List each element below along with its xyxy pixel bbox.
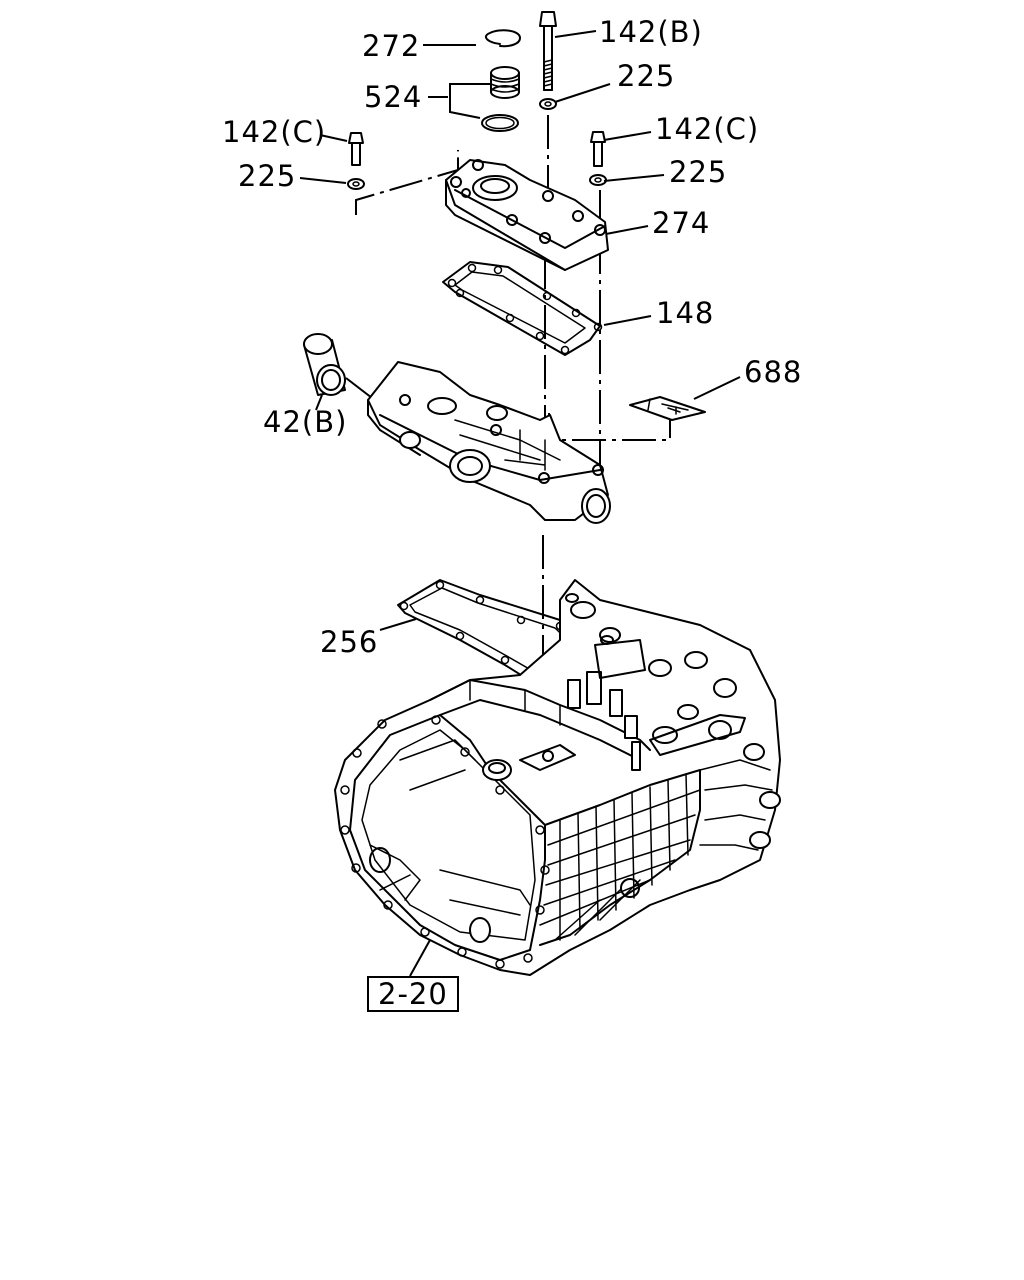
bolt-142c-right (590, 131, 606, 167)
label-142b: 142(B) (599, 15, 703, 49)
reference-box: 2-20 (367, 976, 459, 1012)
label-225-top: 225 (617, 59, 675, 93)
label-688: 688 (744, 355, 802, 389)
label-524: 524 (364, 80, 422, 114)
washer-225-left (347, 178, 365, 190)
reference-box-label: 2-20 (378, 977, 448, 1011)
label-225-right: 225 (669, 155, 727, 189)
label-272: 272 (362, 29, 420, 63)
plug-524 (481, 66, 520, 132)
label-225-left: 225 (238, 159, 296, 193)
washer-225-top (539, 98, 557, 110)
cover-274 (445, 159, 609, 271)
gasket-148 (442, 261, 603, 356)
label-256: 256 (320, 625, 378, 659)
plate-688 (629, 396, 706, 421)
label-42b: 42(B) (263, 405, 347, 439)
control-housing (367, 361, 611, 524)
label-142c-right: 142(C) (655, 112, 759, 146)
leader-lines (299, 30, 741, 977)
label-142c-left: 142(C) (222, 115, 326, 149)
bush-42b (303, 333, 373, 399)
label-274: 274 (652, 206, 710, 240)
snap-ring-272 (484, 29, 521, 48)
label-148: 148 (656, 296, 714, 330)
bolt-142c-left (348, 132, 364, 166)
transmission-case (334, 579, 781, 976)
washer-225-right (589, 174, 607, 186)
bolt-142b (539, 11, 557, 91)
